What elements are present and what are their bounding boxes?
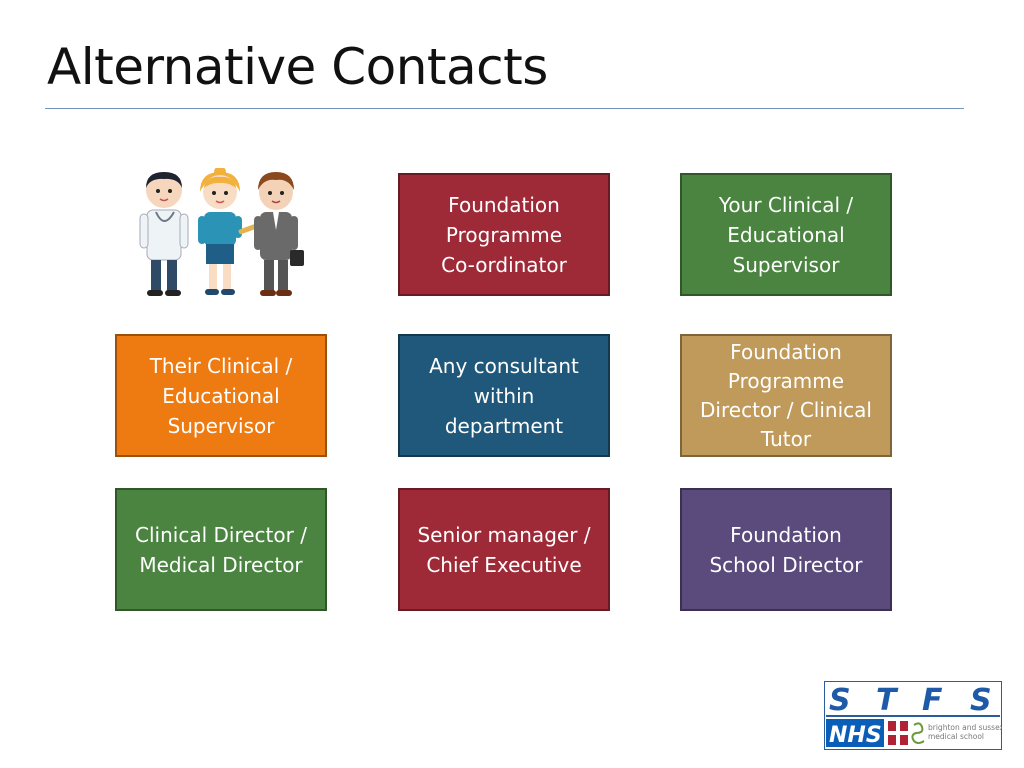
contact-box-any-consultant: Any consultant within department — [398, 334, 610, 457]
title-divider — [45, 108, 964, 109]
contact-box-label: Their Clinical / Educational Supervisor — [149, 353, 293, 438]
bsms-swirl-icon — [911, 722, 925, 744]
logo-letter: F — [922, 683, 943, 718]
slide-title: Alternative Contacts — [47, 38, 548, 96]
contact-box-label: Foundation Programme Co-ordinator — [441, 192, 567, 277]
contact-box-foundation-programme-coordinator: Foundation Programme Co-ordinator — [398, 173, 610, 296]
manager-figure — [254, 172, 304, 296]
contact-box-label: Clinical Director / Medical Director — [135, 522, 307, 577]
contact-box-senior-manager-chief-executive: Senior manager / Chief Executive — [398, 488, 610, 611]
contact-box-foundation-programme-director: Foundation Programme Director / Clinical… — [680, 334, 892, 457]
contact-box-label: Your Clinical / Educational Supervisor — [718, 192, 854, 277]
nurse-figure — [198, 168, 257, 295]
stfs-nhs-bsms-logo: S T F S NHS brighton and sussex medical … — [824, 681, 1002, 750]
logo-school-name: brighton and sussex — [928, 723, 1002, 732]
contact-box-your-clinical-educational-supervisor: Your Clinical / Educational Supervisor — [680, 173, 892, 296]
nhs-logo-text: NHS — [829, 723, 882, 748]
doctor-figure — [139, 172, 189, 296]
contact-box-clinical-medical-director: Clinical Director / Medical Director — [115, 488, 327, 611]
contact-box-label: Any consultant within department — [429, 353, 579, 438]
contact-box-label: Foundation School Director — [709, 522, 863, 577]
people-illustration — [139, 168, 304, 296]
contact-box-label: Foundation Programme Director / Clinical… — [700, 339, 872, 451]
logo-letter: S — [970, 683, 992, 718]
logo-letter: S — [829, 683, 851, 718]
logo-letter: T — [876, 683, 899, 718]
university-crest-icon — [888, 721, 908, 745]
svg-text:brighton and sussex medica: brighton and sussex medical school — [928, 723, 1002, 741]
logo-school-name-line2: medical school — [928, 732, 984, 741]
contact-box-foundation-school-director: Foundation School Director — [680, 488, 892, 611]
contact-box-label: Senior manager / Chief Executive — [417, 522, 591, 577]
contact-box-their-clinical-educational-supervisor: Their Clinical / Educational Supervisor — [115, 334, 327, 457]
